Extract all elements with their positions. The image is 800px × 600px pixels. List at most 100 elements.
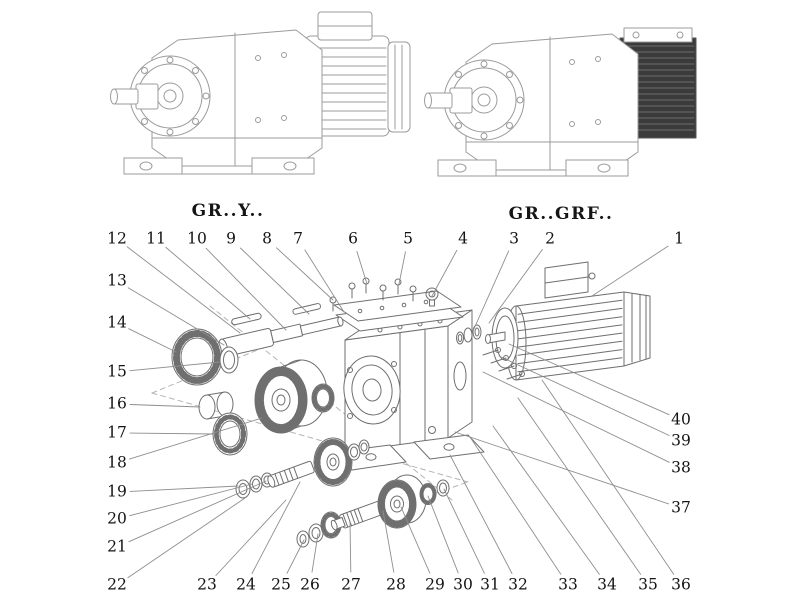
leader-line-15 <box>129 361 221 372</box>
leader-line-39 <box>498 355 670 436</box>
leader-line-36 <box>541 379 675 575</box>
callout-number-24: 24 <box>236 575 256 594</box>
callout-number-4: 4 <box>458 229 468 248</box>
pinion-shaft <box>267 460 315 488</box>
callout-number-23: 23 <box>197 575 217 594</box>
leader-line-14 <box>128 328 177 353</box>
exploded-view <box>151 261 651 548</box>
ball-bearing-medium <box>311 383 335 413</box>
leader-line-31 <box>443 488 485 574</box>
callout-number-7: 7 <box>293 229 303 248</box>
terminal-box <box>317 11 373 41</box>
callout-number-16: 16 <box>107 394 127 413</box>
callout-number-31: 31 <box>480 575 500 594</box>
callout-number-13: 13 <box>107 271 127 290</box>
callout-number-26: 26 <box>300 575 320 594</box>
output-gear <box>377 474 427 529</box>
gear-housing <box>335 309 485 471</box>
leader-line-19 <box>129 485 239 492</box>
callout-number-18: 18 <box>107 453 127 472</box>
ball-bearing-large <box>212 412 248 456</box>
leader-line-23 <box>215 499 287 576</box>
bearing-retainer-ring <box>171 328 223 386</box>
leader-line-3 <box>472 250 510 332</box>
leader-line-26 <box>311 533 319 573</box>
callout-number-1: 1 <box>674 229 684 248</box>
leader-line-40 <box>508 343 670 416</box>
callout-number-22: 22 <box>107 575 127 594</box>
callout-number-25: 25 <box>271 575 291 594</box>
cover-bolts <box>329 277 417 312</box>
motor-spacer-washers <box>456 324 482 345</box>
leader-line-37 <box>454 431 670 505</box>
leader-line-25 <box>286 539 305 574</box>
intermediate-gear <box>313 437 370 487</box>
callout-number-39: 39 <box>671 431 691 450</box>
callout-number-34: 34 <box>597 575 617 594</box>
callout-number-36: 36 <box>671 575 691 594</box>
callout-number-15: 15 <box>107 362 127 381</box>
callout-number-28: 28 <box>386 575 406 594</box>
leader-line-11 <box>165 246 251 320</box>
leader-line-21 <box>128 480 267 543</box>
leader-line-6 <box>356 250 368 285</box>
leader-line-32 <box>449 454 513 574</box>
eye-bolt <box>425 287 439 307</box>
fan-cover <box>387 41 411 133</box>
callout-number-37: 37 <box>671 498 691 517</box>
callout-number-38: 38 <box>671 458 691 477</box>
callout-number-11: 11 <box>146 229 166 248</box>
leader-line-28 <box>382 510 395 573</box>
leader-line-16 <box>129 404 201 408</box>
callout-number-21: 21 <box>107 537 127 556</box>
leader-line-18 <box>128 417 263 460</box>
leader-line-8 <box>276 247 334 301</box>
mounting-feet <box>437 159 629 177</box>
callout-number-3: 3 <box>509 229 519 248</box>
leader-line-24 <box>251 481 301 574</box>
output-shaft <box>424 87 473 114</box>
figure-label-gr-grf: GR..GRF.. <box>508 204 614 224</box>
motor-assembly <box>456 261 651 381</box>
output-shaft-assembly <box>296 474 450 548</box>
callout-number-12: 12 <box>107 229 127 248</box>
callout-number-2: 2 <box>545 229 555 248</box>
callout-number-20: 20 <box>107 509 127 528</box>
callout-number-33: 33 <box>558 575 578 594</box>
callout-number-27: 27 <box>341 575 361 594</box>
leader-line-10 <box>205 247 287 331</box>
large-gear <box>254 359 328 434</box>
leader-line-20 <box>129 483 253 517</box>
callout-number-10: 10 <box>187 229 207 248</box>
leader-line-27 <box>349 521 352 573</box>
oil-seal <box>219 346 239 374</box>
leader-line-38 <box>482 371 670 463</box>
motor-terminal-box <box>544 261 596 299</box>
callout-number-14: 14 <box>107 313 127 332</box>
leader-line-29 <box>400 506 431 574</box>
leader-line-13 <box>127 287 225 346</box>
motor-flange-bolts <box>482 347 525 380</box>
gearmotor-figure-gr-y <box>110 11 411 175</box>
leader-line-7 <box>304 249 345 313</box>
leader-line-17 <box>129 432 215 435</box>
leader-lines <box>126 245 675 579</box>
leader-line-33 <box>469 436 562 575</box>
mounting-feet <box>123 157 315 175</box>
leader-line-35 <box>517 397 642 575</box>
top-cover-plate <box>333 290 464 332</box>
callout-number-17: 17 <box>107 423 127 442</box>
leader-line-9 <box>239 247 310 315</box>
callout-number-19: 19 <box>107 482 127 501</box>
callout-number-29: 29 <box>425 575 445 594</box>
leader-line-30 <box>427 495 459 574</box>
leader-line-22 <box>127 497 246 579</box>
callout-number-9: 9 <box>226 229 236 248</box>
figure-label-gr-y: GR..Y.. <box>191 201 265 221</box>
leader-line-5 <box>398 251 406 285</box>
gearmotor-figure-gr-grf <box>424 27 697 177</box>
callout-number-30: 30 <box>453 575 473 594</box>
shim-washers <box>235 472 273 499</box>
